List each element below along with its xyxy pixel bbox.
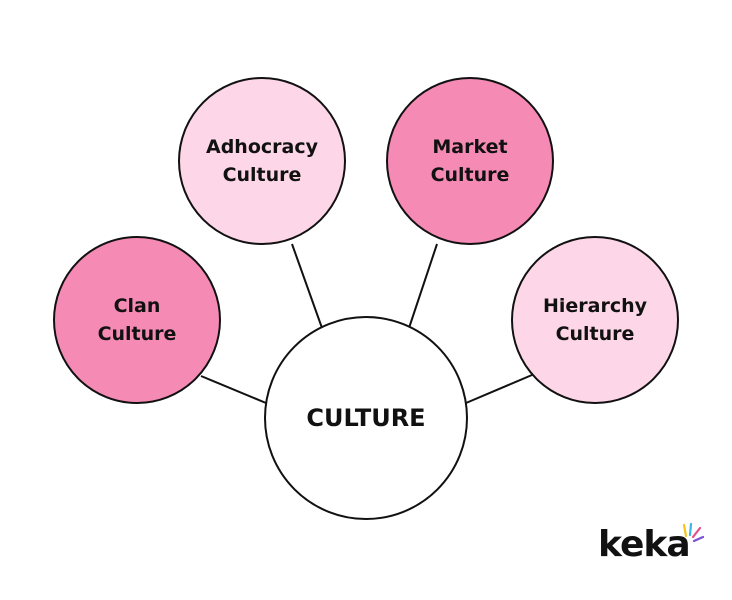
logo-rays-icon	[682, 522, 704, 543]
connector-clan	[200, 375, 267, 404]
connector-adhocracy	[291, 243, 323, 329]
node-market-line2: Culture	[430, 164, 510, 186]
logo-ray	[682, 523, 688, 538]
node-adhocracy-culture: Adhocracy Culture	[178, 77, 346, 245]
node-hierarchy-culture: Hierarchy Culture	[511, 236, 679, 404]
logo-ray	[692, 535, 704, 543]
node-market-culture: Market Culture	[386, 77, 554, 245]
node-market-line1: Market	[432, 135, 508, 158]
node-clan-line1: Clan	[113, 294, 161, 317]
logo-ray	[691, 526, 702, 539]
node-clan-culture: Clan Culture	[53, 236, 221, 404]
logo-ray	[688, 522, 693, 537]
keka-logo-text: keka	[598, 524, 691, 565]
node-adhocracy-line1: Adhocracy	[206, 135, 318, 158]
node-hierarchy-line2: Culture	[555, 323, 635, 345]
node-clan-line2: Culture	[97, 323, 177, 345]
connector-market	[408, 243, 438, 329]
center-node-label: CULTURE	[306, 404, 426, 432]
keka-logo: keka	[598, 522, 704, 570]
node-hierarchy-line1: Hierarchy	[542, 294, 648, 317]
node-adhocracy-line2: Culture	[222, 164, 302, 186]
center-node-culture: CULTURE	[264, 316, 468, 520]
connector-hierarchy	[465, 374, 533, 404]
